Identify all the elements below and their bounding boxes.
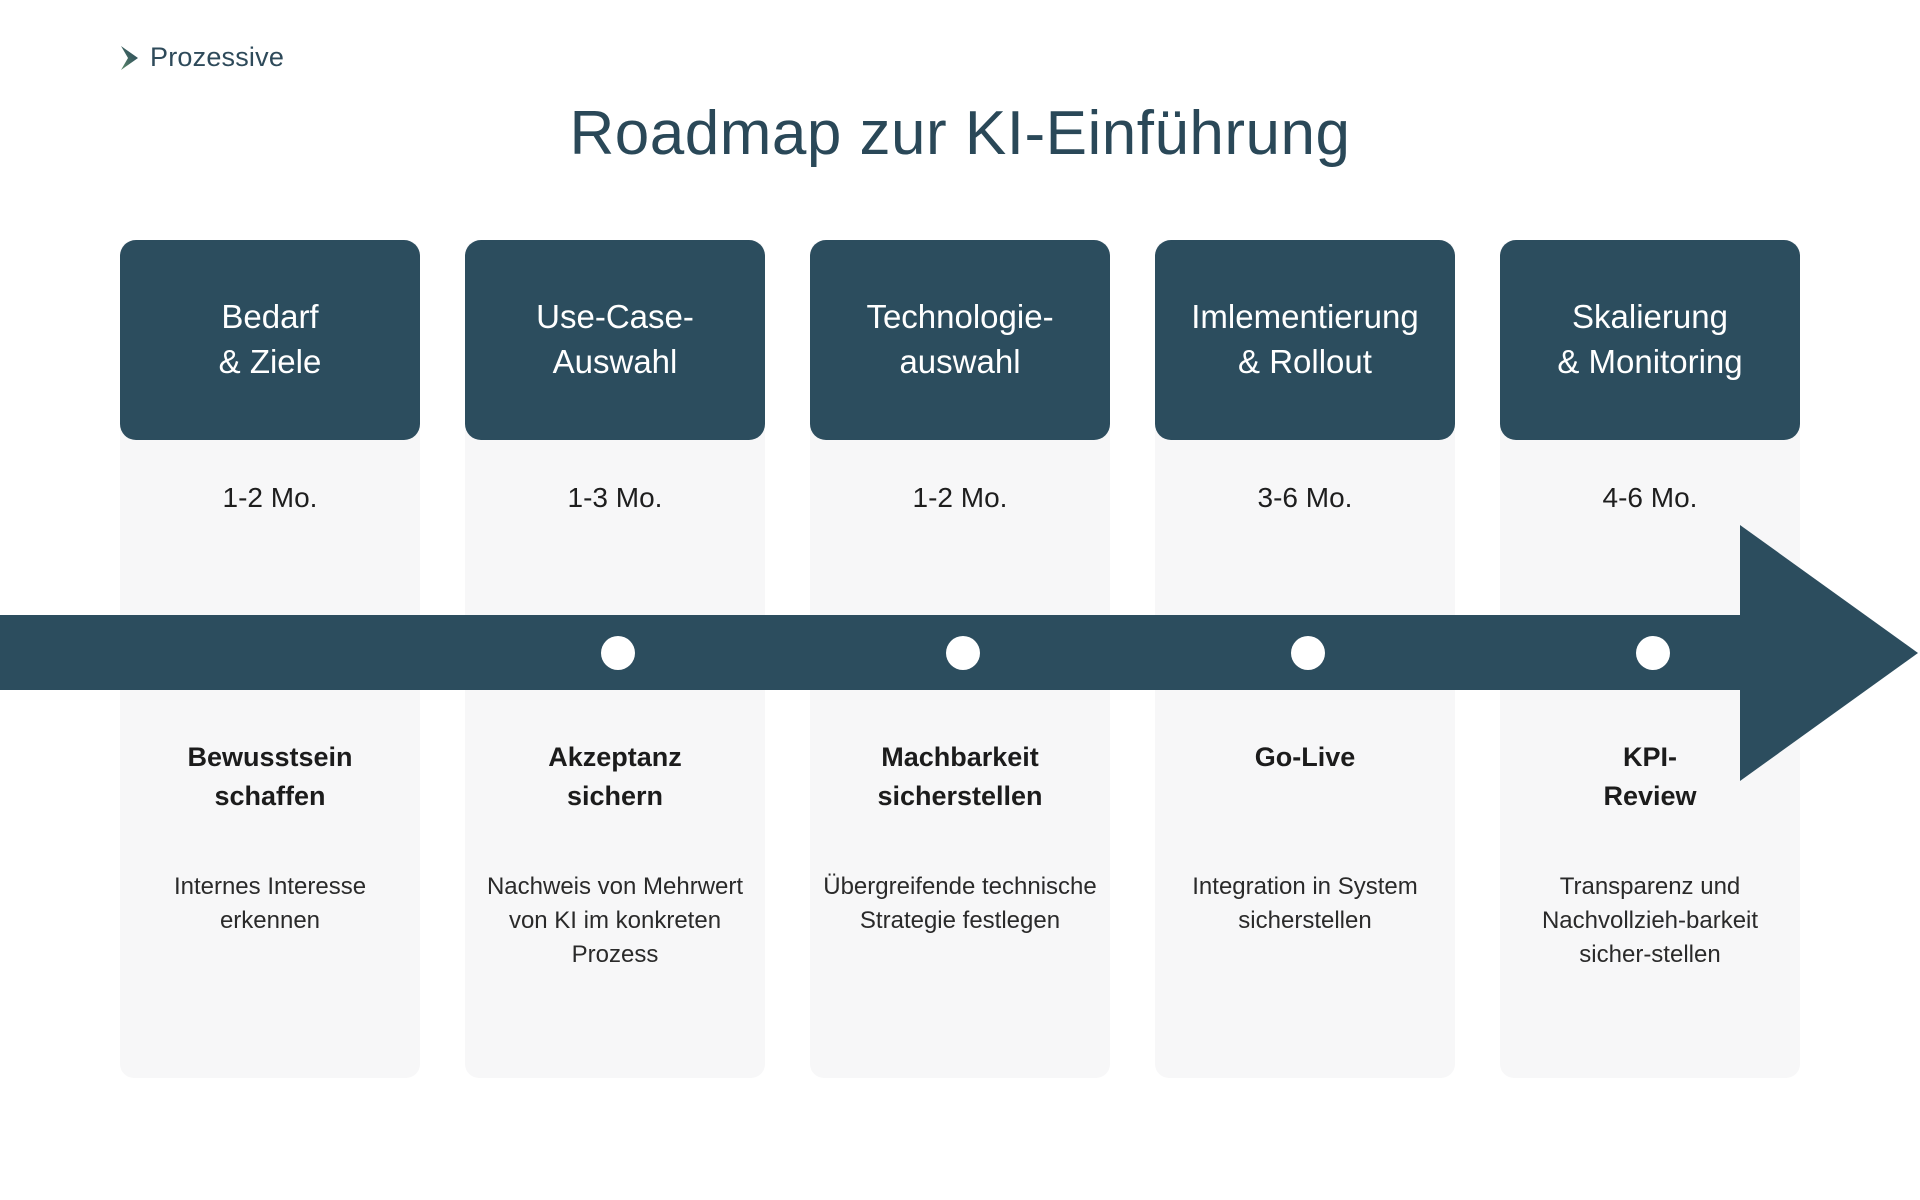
phase-goal-3: Machbarkeit sicherstellen: [810, 738, 1110, 816]
phase-goal-1: Bewusstsein schaffen: [120, 738, 420, 816]
phase-goal-line-1: Machbarkeit: [881, 742, 1039, 772]
page-title: Roadmap zur KI-Einführung: [569, 99, 1351, 168]
phase-duration-2: 1-3 Mo.: [567, 482, 663, 513]
phase-card-5[interactable]: Skalierung & Monitoring: [1500, 240, 1800, 440]
phase-duration-1: 1-2 Mo.: [222, 482, 318, 513]
phase-goal-line-1: Akzeptanz: [548, 742, 682, 772]
phase-goal-line-1: Go-Live: [1254, 742, 1356, 772]
chevron-right-icon: [121, 45, 138, 70]
phase-description-4: Integration in System sicherstellen: [1192, 873, 1418, 935]
timeline-arrow-head-icon: [1740, 525, 1918, 781]
phase-card-line-1: Bedarf: [221, 298, 319, 336]
phase-card-1[interactable]: Bedarf & Ziele: [120, 240, 420, 440]
phase-card-line-2: & Ziele: [218, 343, 322, 380]
timeline-arrow-bar: [0, 615, 1745, 690]
phase-duration-3: 1-2 Mo.: [912, 482, 1008, 513]
phase-card-line-2: Auswahl: [552, 343, 678, 380]
phase-description-5: Transparenz und Nachvollzieh-barkeit sic…: [1541, 873, 1759, 969]
phase-description-1: Internes Interesse erkennen: [173, 873, 367, 935]
phase-goal-line-1: Bewusstsein: [187, 742, 353, 772]
phase-goal-5: KPI- Review: [1500, 738, 1800, 816]
phase-goal-line-1: KPI-: [1623, 742, 1677, 772]
phase-card-3[interactable]: Technologie- auswahl: [810, 240, 1110, 440]
brand-name: Prozessive: [150, 42, 285, 72]
phase-card-line-2: & Monitoring: [1557, 343, 1743, 380]
phase-goal-line-2: Review: [1603, 781, 1697, 812]
phase-card-line-2: auswahl: [899, 343, 1021, 380]
phase-card-line-1: Skalierung: [1572, 298, 1728, 336]
phase-description-2: Nachweis von Mehrwert von KI im konkrete…: [486, 873, 744, 969]
phase-goal-line-2: schaffen: [214, 781, 326, 812]
phase-goal-4: Go-Live: [1155, 738, 1455, 777]
timeline-node-5[interactable]: [1636, 636, 1670, 670]
phase-goal-2: Akzeptanz sichern: [465, 738, 765, 816]
brand-logo: Prozessive: [118, 42, 284, 73]
timeline-node-3[interactable]: [946, 636, 980, 670]
phase-goal-line-2: sichern: [566, 781, 664, 812]
phase-card-4[interactable]: Imlementierung & Rollout: [1155, 240, 1455, 440]
phase-card-2[interactable]: Use-Case- Auswahl: [465, 240, 765, 440]
timeline-node-2[interactable]: [601, 636, 635, 670]
phase-card-line-2: & Rollout: [1238, 343, 1372, 380]
phase-duration-5: 4-6 Mo.: [1602, 482, 1698, 513]
phase-goal-line-2: sicherstellen: [877, 781, 1043, 812]
phase-duration-4: 3-6 Mo.: [1257, 482, 1353, 513]
phase-card-line-1: Technologie-: [866, 298, 1054, 336]
timeline-node-4[interactable]: [1291, 636, 1325, 670]
phase-card-line-1: Imlementierung: [1191, 298, 1419, 336]
phase-card-line-1: Use-Case-: [536, 298, 694, 336]
phase-description-3: Übergreifende technische Strategie festl…: [823, 873, 1097, 935]
